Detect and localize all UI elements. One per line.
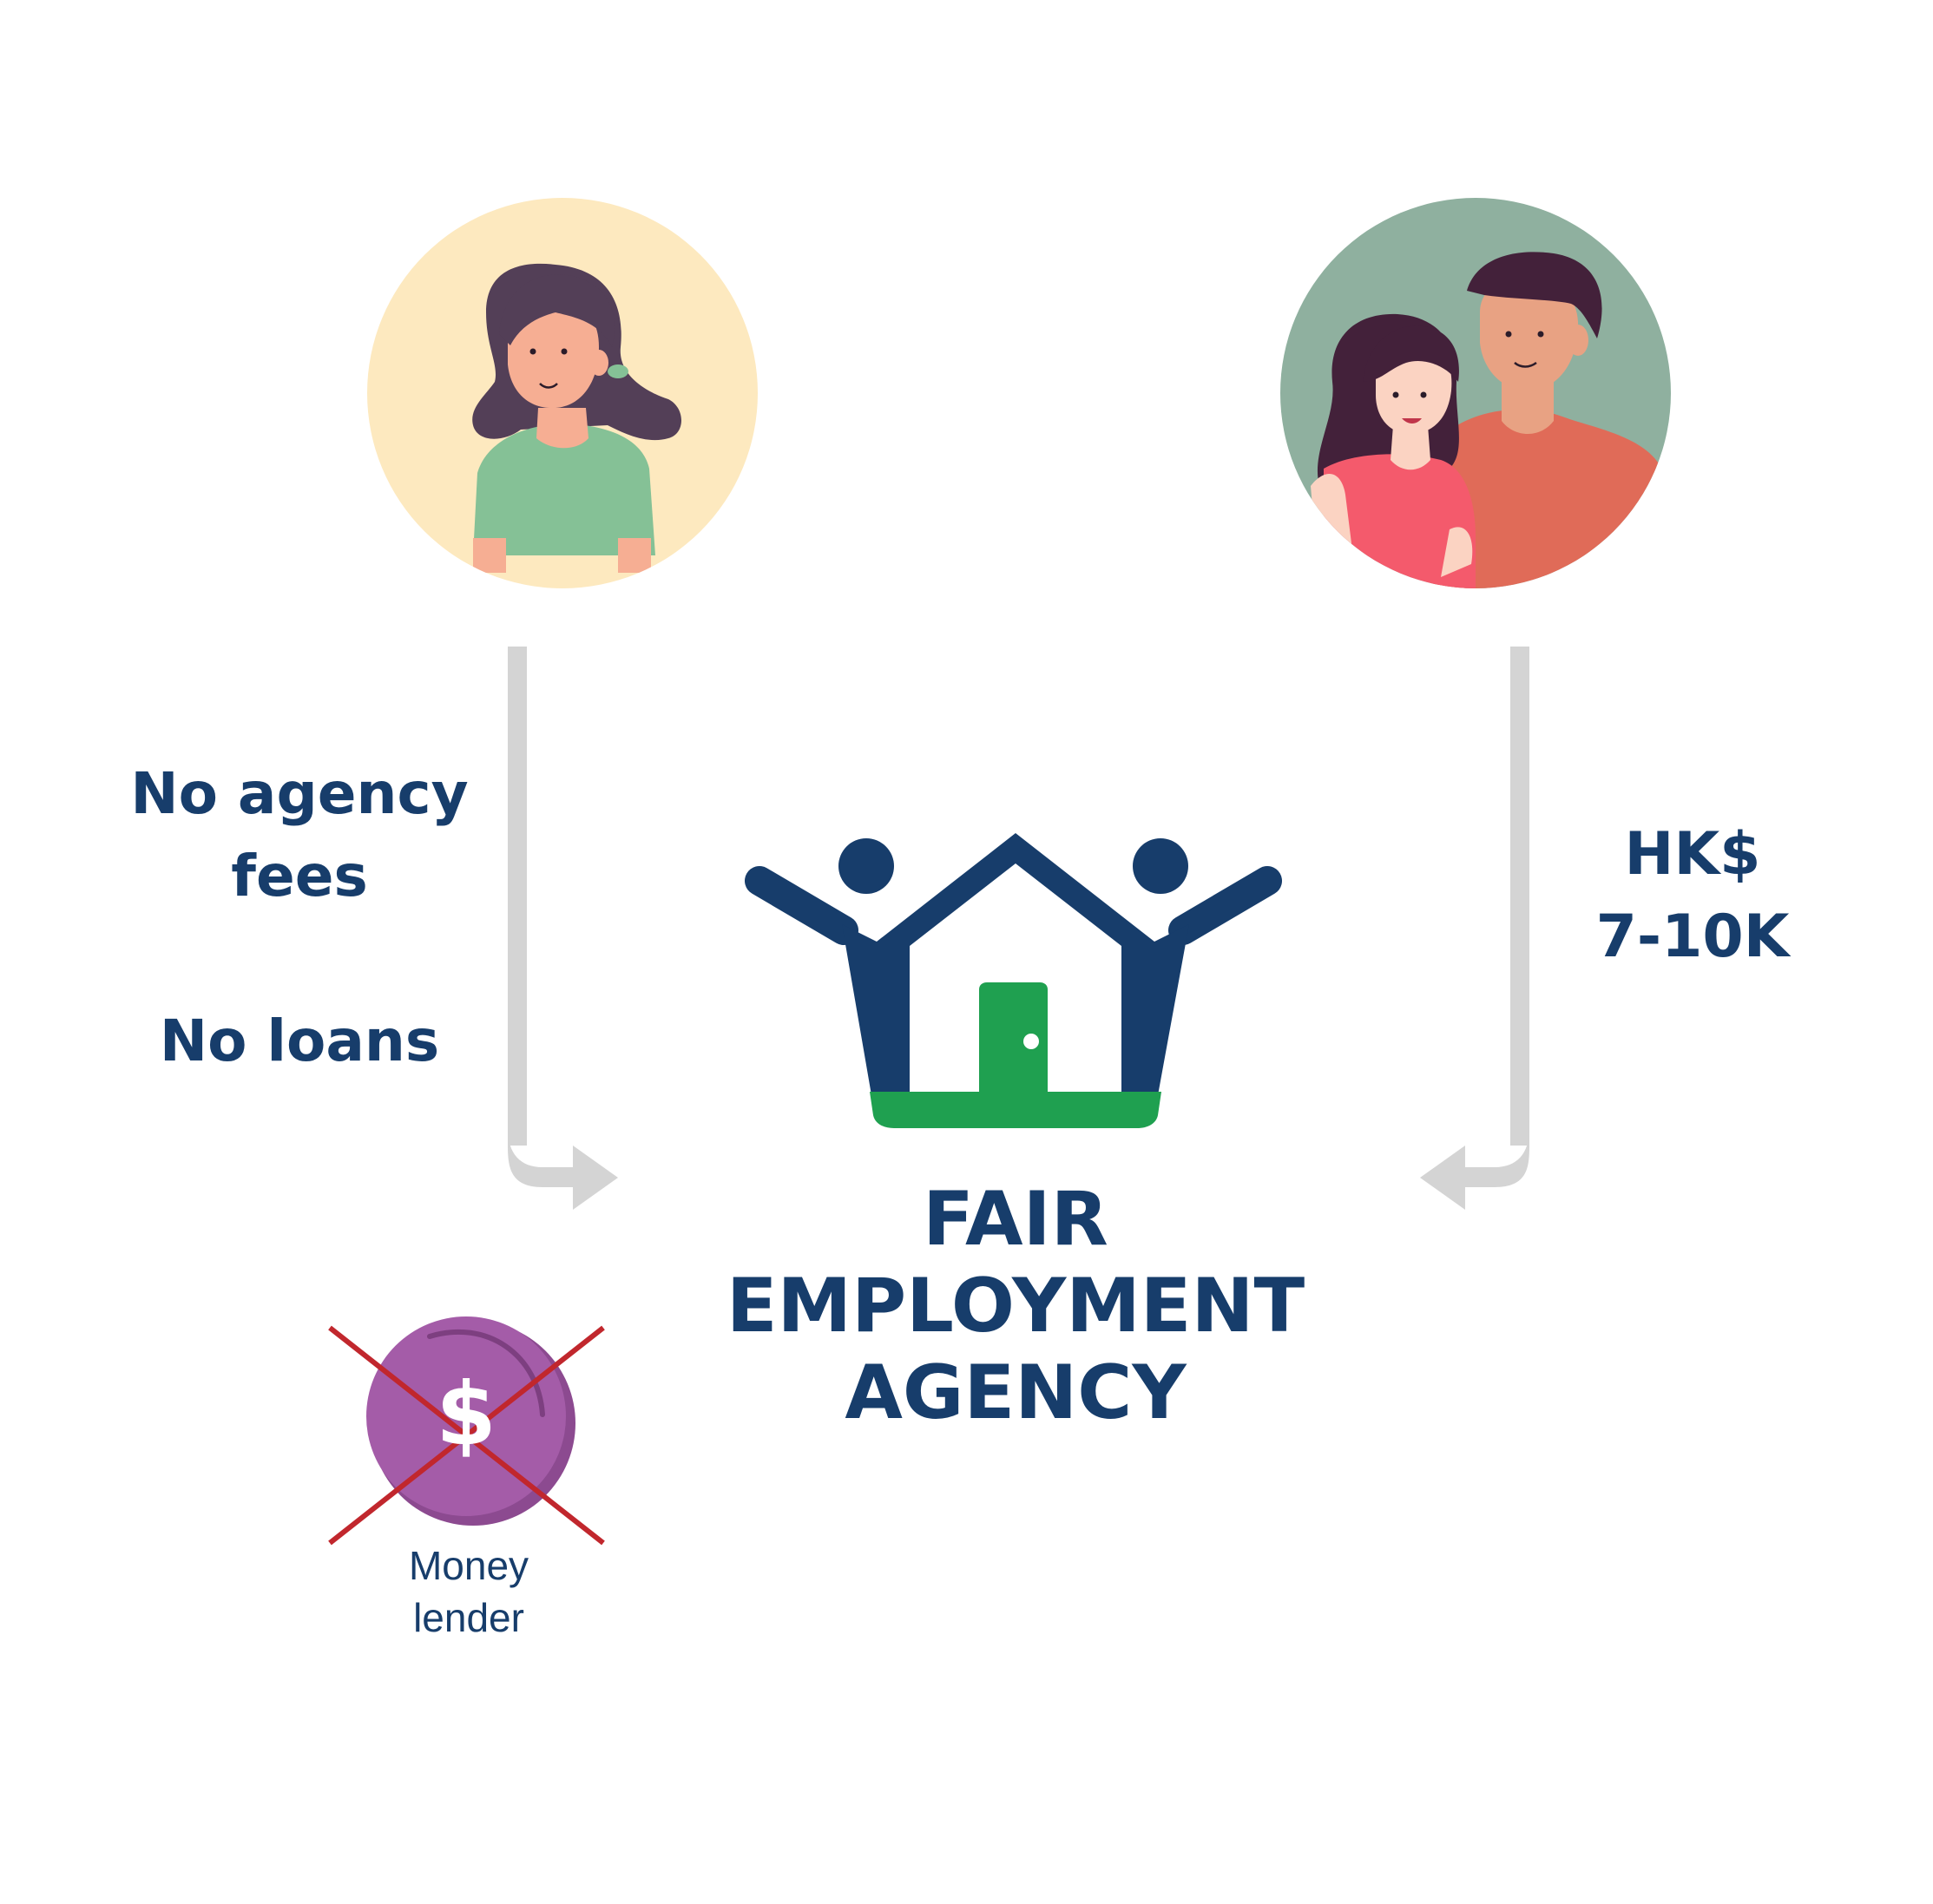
agency-title-line1: FAIR	[923, 1176, 1108, 1263]
employer-fee-currency-label: HK$	[1624, 820, 1761, 889]
agency-title-line2: EMPLOYMENT	[726, 1263, 1305, 1349]
no-agency-fees-label-line2: fees	[231, 843, 368, 909]
agency-title-line3: AGENCY	[845, 1349, 1187, 1436]
worker-avatar-icon	[367, 198, 758, 588]
no-loans-label: No loans	[159, 1008, 440, 1074]
no-agency-fees-label-line1: No agency	[130, 760, 469, 827]
money-lender-caption-line2: lender	[413, 1595, 524, 1640]
money-lender-caption-line1: Money	[408, 1543, 529, 1588]
employer-to-agency-arrow	[1420, 647, 1529, 1210]
money-lender-coin-icon	[366, 1316, 575, 1526]
coin-dollar-symbol: $	[436, 1363, 496, 1465]
worker-to-agency-arrow	[508, 647, 618, 1210]
agency-house-logo-icon	[745, 833, 1282, 1128]
cross-mark-icon	[328, 1325, 605, 1546]
employer-fee-amount-label: 7-10K	[1595, 903, 1790, 971]
employer-couple-icon	[1280, 198, 1671, 588]
